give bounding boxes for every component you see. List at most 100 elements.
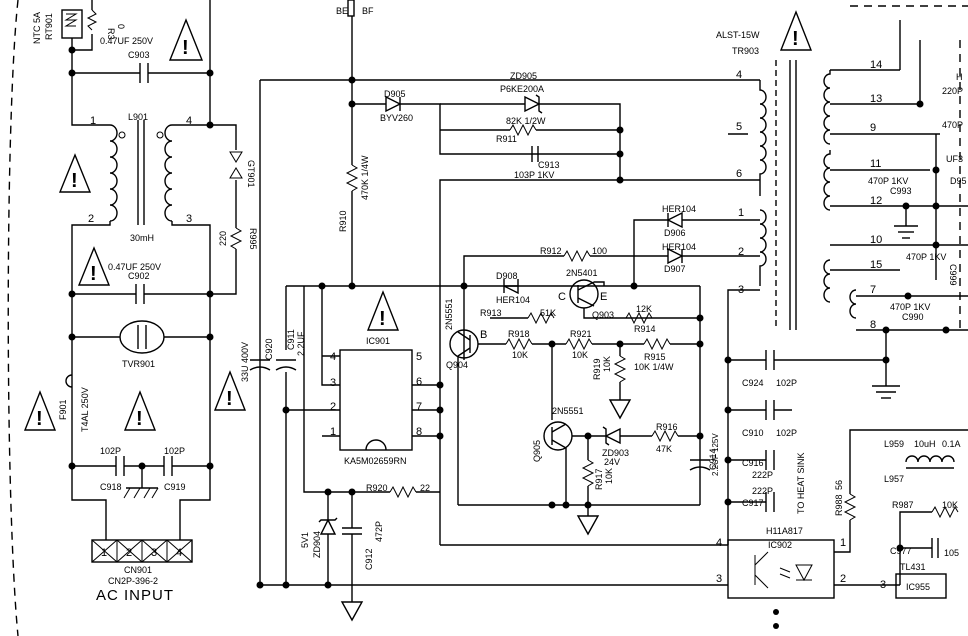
wire <box>171 221 211 470</box>
zd903-label: ZD903 <box>602 448 629 458</box>
cn901-label: CN901 <box>124 565 152 575</box>
pin-label: 4 <box>330 351 336 363</box>
pin-label: 2 <box>88 213 94 225</box>
l901-label: L901 <box>128 112 148 122</box>
r988-resistor <box>843 493 857 521</box>
r920-resistor <box>389 485 417 499</box>
svg-text:!: ! <box>90 263 97 285</box>
l959-inductor <box>905 455 955 463</box>
c918-label: C918 <box>100 482 122 492</box>
junction-dots <box>68 46 950 629</box>
zd904-value: 5V1 <box>300 532 310 548</box>
wire <box>633 219 668 286</box>
pin-label: 8 <box>870 319 876 331</box>
q904-transistor <box>449 329 479 359</box>
r988-label: R988 <box>834 494 844 516</box>
q905-label: Q905 <box>532 440 542 462</box>
c924-capacitor <box>765 350 775 370</box>
wire <box>71 73 110 126</box>
svg-text:!: ! <box>136 408 143 430</box>
c917-label: C917 <box>742 498 764 508</box>
c917-capacitor <box>765 492 775 512</box>
pin-label: 6 <box>416 376 422 388</box>
ground-icon <box>894 206 918 239</box>
pin-label: C <box>558 291 566 303</box>
pin-label: 7 <box>870 284 876 296</box>
wire <box>303 286 390 493</box>
c920-capacitor <box>249 359 271 371</box>
wire <box>849 429 968 494</box>
wire <box>463 255 564 360</box>
d905-diode <box>385 95 402 113</box>
svg-text:!: ! <box>182 37 189 59</box>
r916-label: R916 <box>656 422 678 432</box>
q904-type: 2N5551 <box>444 298 454 330</box>
rt901-thermistor <box>61 9 83 39</box>
c913-label: C913 <box>538 160 560 170</box>
wire <box>210 249 237 295</box>
r995-resistor <box>229 227 243 250</box>
pin-label: 5 <box>736 121 742 133</box>
c999-label: C999 <box>948 264 958 286</box>
wire <box>412 179 760 386</box>
f901-label: F901 <box>58 399 68 420</box>
d905-type: BYV260 <box>380 113 413 123</box>
r913-value: 51K <box>540 308 556 318</box>
q905-transistor <box>543 421 573 451</box>
tvr901-label: TVR901 <box>122 359 155 369</box>
c919-capacitor <box>163 456 173 476</box>
d908-label: D908 <box>496 271 518 281</box>
pin-label: 13 <box>870 93 882 105</box>
pin-label: 2 <box>840 573 846 585</box>
c914-value: 2.2UF 125V <box>711 433 720 476</box>
pin-label: 3 <box>716 573 722 585</box>
to-heat-sink-label: TO HEAT SINK <box>796 452 806 514</box>
d907-type: HER104 <box>662 242 696 252</box>
pin-label: 10 <box>870 234 882 246</box>
r917-resistor <box>581 459 595 487</box>
tvr901-varistor <box>119 320 165 354</box>
be-label: BE <box>336 6 348 16</box>
pin-label: 5 <box>416 351 422 363</box>
c918-value: 102P <box>100 446 121 456</box>
cn901-type: CN2P-396-2 <box>108 576 158 586</box>
c913-value: 103P 1KV <box>514 170 554 180</box>
r921-resistor <box>565 337 593 351</box>
q903-type: 2N5401 <box>566 268 598 278</box>
pin-label: 3 <box>151 547 157 559</box>
l959-current: 0.1A <box>942 439 961 449</box>
r914-resistor <box>625 311 653 325</box>
q905-type: 2N5551 <box>552 406 584 416</box>
ic901-type: KA5M02659RN <box>344 456 407 466</box>
c920-label: C920 <box>264 338 274 360</box>
r910-value: 470K 1/4W <box>360 155 370 200</box>
pin-label: 3 <box>880 579 886 591</box>
wire <box>72 34 93 51</box>
pin-label: B <box>480 329 487 341</box>
svg-text:!: ! <box>792 28 799 50</box>
pin-label: 4 <box>186 115 192 127</box>
wire <box>179 466 211 540</box>
zd904-label: ZD904 <box>312 531 322 558</box>
r914-label: R914 <box>634 324 656 334</box>
gt901-label: GT901 <box>246 160 256 188</box>
c990-value: 470P 1KV <box>890 302 930 312</box>
r987-value: 10K <box>942 500 958 510</box>
r917-label: R917 <box>594 468 604 490</box>
r921-label: R921 <box>570 329 592 339</box>
r917-value: 10K <box>604 468 614 484</box>
d906-label: D906 <box>664 228 686 238</box>
c990-label: C990 <box>902 312 924 322</box>
chassis-ground-icon <box>123 487 159 499</box>
c999-value: 470P 1KV <box>906 252 946 262</box>
gt901-gap <box>229 151 243 179</box>
pin-label: 2 <box>330 401 336 413</box>
ic902-label: IC902 <box>768 540 792 550</box>
pin-label: 14 <box>870 59 882 71</box>
ic901-label: IC901 <box>366 336 390 346</box>
rt901-label: RT901 <box>44 13 54 40</box>
pin-label: 8 <box>416 426 422 438</box>
wire <box>594 281 605 286</box>
r910-resistor <box>345 164 359 192</box>
